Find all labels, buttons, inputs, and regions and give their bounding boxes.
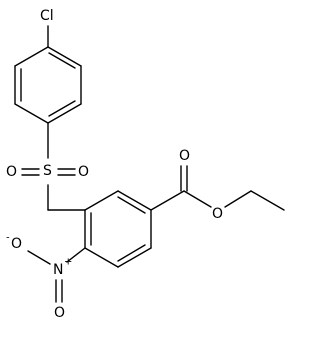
- nitrogen-charge: +: [64, 257, 72, 268]
- benzoate-ring: [84, 190, 152, 268]
- bond: [66, 247, 86, 263]
- sulfonyl-oxygen-right-label: O: [78, 164, 89, 180]
- sulfur-label: S: [43, 163, 52, 179]
- oxygen-charge: -: [6, 233, 10, 244]
- bond: [117, 196, 146, 214]
- bond: [117, 190, 152, 211]
- bond: [14, 103, 49, 124]
- bond: [47, 46, 82, 67]
- nitro-oxygen-double-label: O: [54, 305, 65, 321]
- bond: [117, 244, 146, 262]
- bond: [183, 190, 212, 208]
- chlorine-label: Cl: [40, 8, 54, 24]
- bond: [224, 190, 252, 208]
- molecule-drawing: Cl S O O O O N + O - O: [6, 8, 285, 321]
- bond: [14, 46, 49, 67]
- sulfonyl-oxygen-left-label: O: [6, 164, 17, 180]
- bond: [47, 103, 82, 124]
- bond: [150, 190, 185, 211]
- bond: [250, 190, 285, 211]
- structure-canvas: Cl S O O O O N + O - O: [6, 8, 285, 321]
- bond: [84, 190, 119, 211]
- bond: [48, 52, 76, 69]
- bond: [117, 247, 152, 268]
- bond: [48, 100, 76, 117]
- carbonyl-oxygen-label: O: [179, 148, 190, 164]
- bond: [27, 250, 51, 265]
- chlorophenyl-ring: [14, 46, 82, 124]
- nitro-nitrogen-label: N: [53, 262, 63, 278]
- nitro-oxygen-minus-label: O: [11, 236, 22, 252]
- ester-oxygen-label: O: [212, 206, 223, 222]
- bond: [84, 247, 119, 268]
